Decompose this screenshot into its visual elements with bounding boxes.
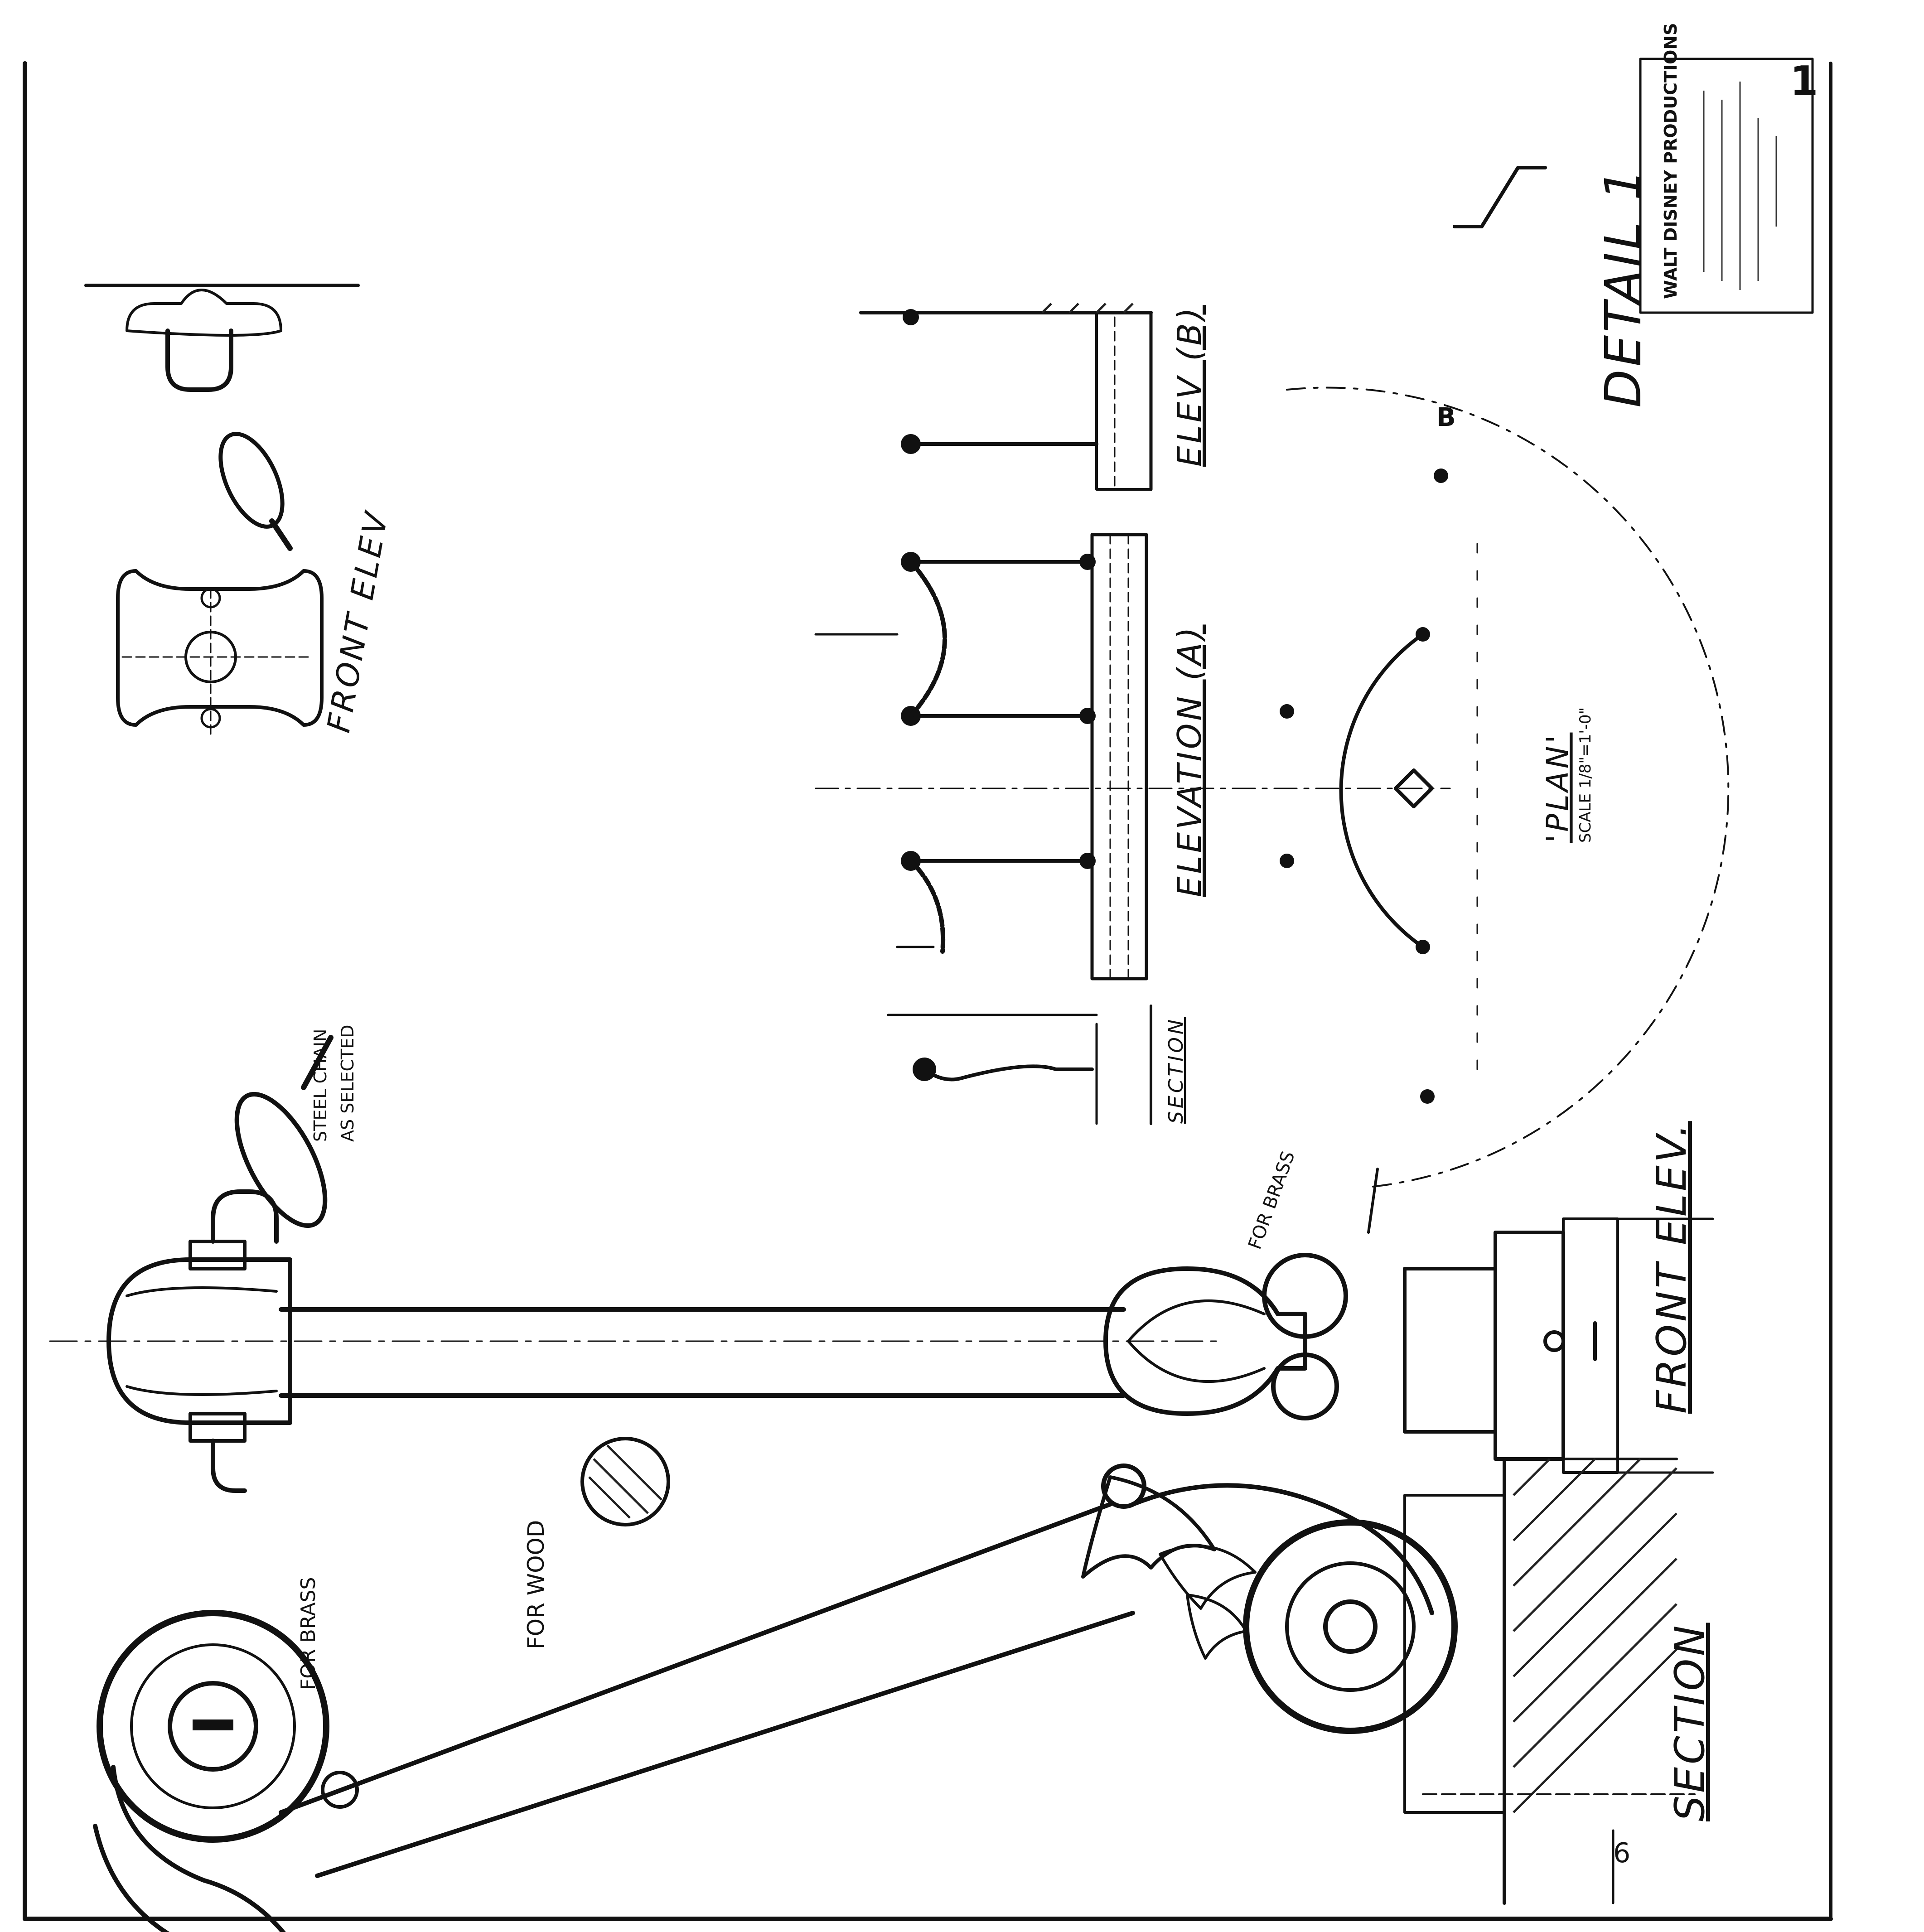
sheet-number: 1 [1790,58,1818,105]
sheet-border [23,61,1833,1921]
detail-label: DETAIL 1 [1594,166,1652,408]
elevation-a-label: ELEVATION (A) [1170,624,1209,897]
wood-section-hatch [588,1444,662,1519]
section-label-large: SECTION [1666,1623,1714,1821]
plan-b-mark: B [1436,403,1456,432]
plan-view [1280,386,1730,1234]
for-wood-label: FOR WOOD [523,1520,549,1649]
base-section [1403,1457,1696,1905]
stanchion-scroll [93,1463,1458,1932]
detail-leader [1453,166,1547,228]
front-elev-label-top: FRONT ELEV [320,507,396,735]
front-elev-label-bottom: FRONT ELEV. [1648,1121,1696,1414]
plan-label: 'PLAN' [1540,733,1575,843]
elev-b-label: ELEV (B) [1170,305,1209,467]
wall-escutcheon-detail [84,284,360,735]
for-brass-label-left: FOR BRASS [297,1577,320,1690]
title-block: WALT DISNEY PRODUCTIONS 1 [1639,23,1818,314]
dimension-six: 6 [1613,1837,1630,1869]
steel-chain-label-2: AS SELECTED [338,1024,358,1142]
plan-scale-label: SCALE 1/8"=1'-0" [1576,707,1595,843]
post-front-elev [49,1035,1714,1493]
elevation-a [814,533,1451,980]
for-brass-label-right: FOR BRASS [1244,1149,1299,1252]
small-section [887,1005,1152,1125]
elevation-b [859,303,1153,491]
wood-section-circle [580,1437,670,1526]
steel-chain-label: STEEL CHAIN [310,1029,330,1142]
company-name: WALT DISNEY PRODUCTIONS [1661,23,1681,299]
section-label-small: SECTION [1165,1017,1188,1124]
